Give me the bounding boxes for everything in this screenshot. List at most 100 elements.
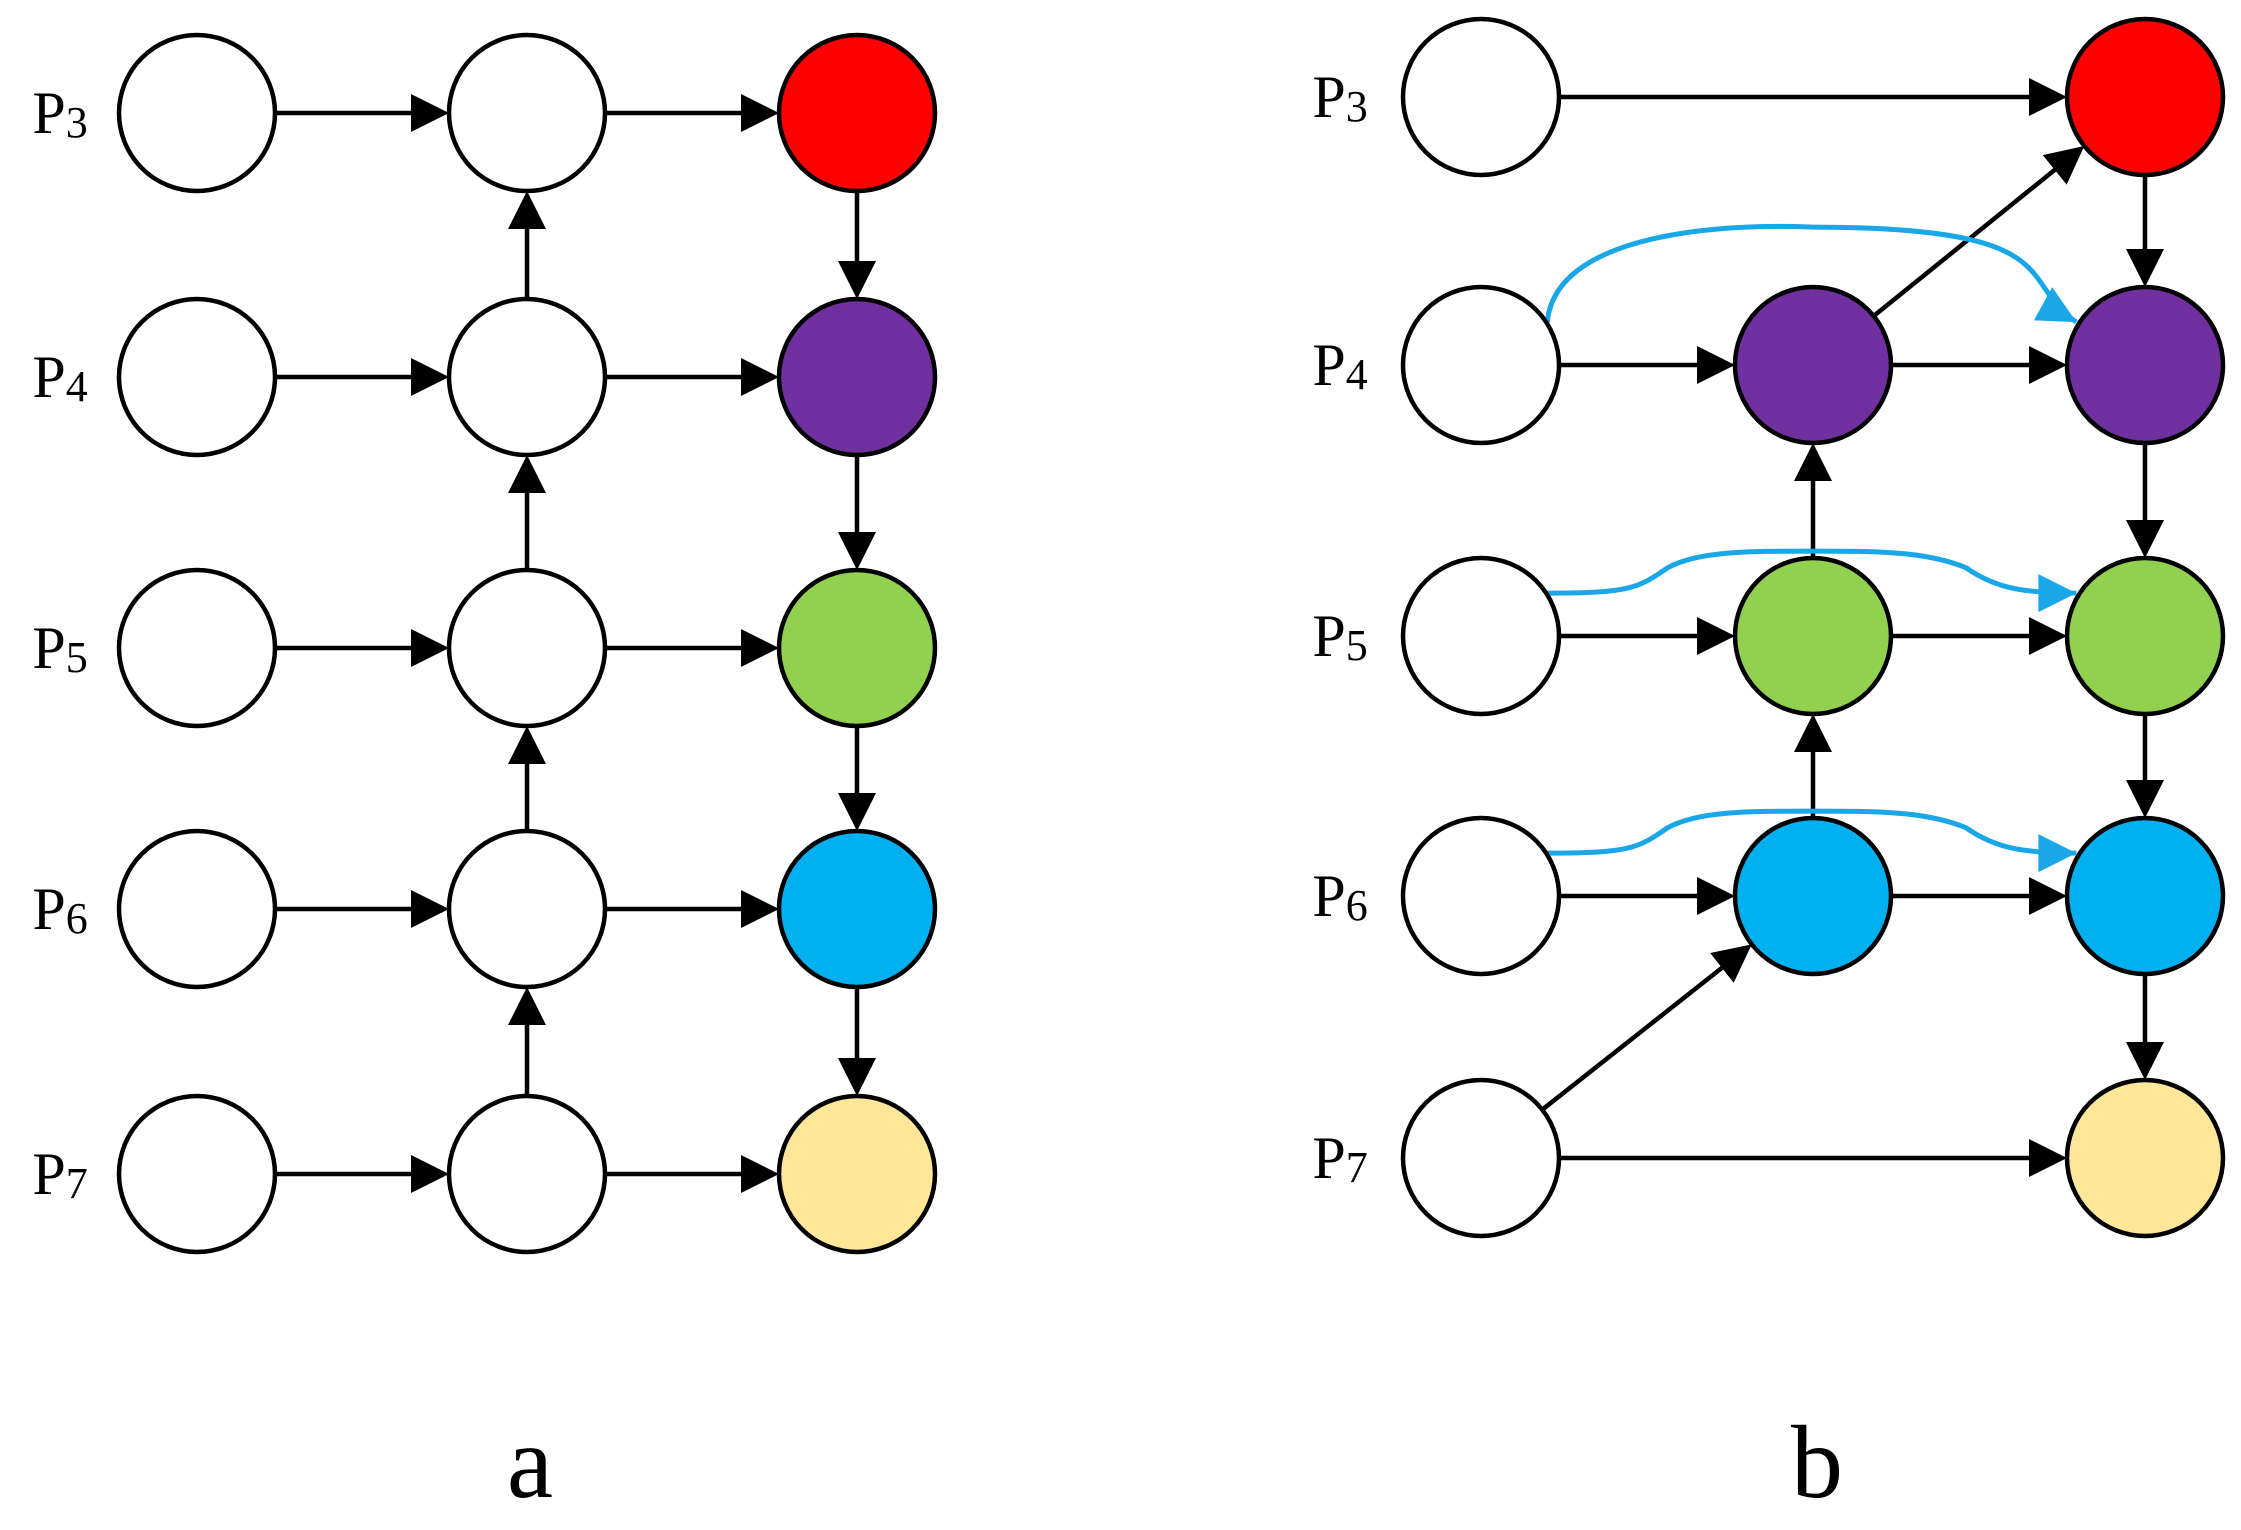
arrowhead-b_out_P3 xyxy=(2029,78,2067,116)
skip-arrowhead-b_out_P6 xyxy=(2038,834,2077,873)
row-label-p6: P6 xyxy=(1312,863,1367,930)
skip-edge-b_in_P6-to-b_out_P6 xyxy=(1547,808,2077,856)
node-a_in_P7 xyxy=(116,1093,278,1255)
node-a_out_P4 xyxy=(776,296,938,458)
arrowhead-a_out_P4 xyxy=(741,358,779,396)
arrowhead-a_out_P5 xyxy=(838,532,876,570)
row-label-letter: P xyxy=(32,344,65,410)
row-label-letter: P xyxy=(32,80,65,146)
node-a_mid_P4 xyxy=(446,296,608,458)
row-label-subscript: 5 xyxy=(1346,621,1368,670)
skip-arrowhead-b_out_P5 xyxy=(2038,574,2077,613)
arrowhead-a_out_P7 xyxy=(838,1058,876,1096)
node-a_in_P4 xyxy=(116,296,278,458)
node-a_in_P6 xyxy=(116,828,278,990)
node-b_in_P6 xyxy=(1400,815,1562,977)
node-a_out_P5 xyxy=(776,567,938,729)
row-label-subscript: 3 xyxy=(66,98,88,147)
node-b_in_P4 xyxy=(1400,284,1562,446)
arrowhead-a_mid_P4 xyxy=(411,358,449,396)
panel-a-label: a xyxy=(507,1405,553,1520)
skip-arrowhead-b_out_P4 xyxy=(2033,287,2077,323)
row-label-p6: P6 xyxy=(32,876,87,943)
edge-b_in_P7-to-b_mid_P6 xyxy=(1540,961,1730,1112)
row-label-letter: P xyxy=(1312,863,1345,929)
arrowhead-a_out_P6 xyxy=(838,793,876,831)
row-label-letter: P xyxy=(1312,64,1345,130)
arrowhead-b_mid_P4 xyxy=(1794,443,1832,481)
node-a_mid_P6 xyxy=(446,828,608,990)
node-a_out_P7 xyxy=(776,1093,938,1255)
arrowhead-a_mid_P5 xyxy=(508,726,546,764)
row-label-p4: P4 xyxy=(32,344,87,411)
arrowhead-a_mid_P7 xyxy=(411,1155,449,1193)
arrowhead-b_out_P7 xyxy=(2126,1042,2164,1080)
arrowhead-a_mid_P6 xyxy=(411,890,449,928)
row-label-letter: P xyxy=(1312,603,1345,669)
skip-edge-b_in_P4-to-b_out_P4 xyxy=(1544,223,2078,325)
row-label-subscript: 7 xyxy=(66,1159,88,1208)
row-label-subscript: 6 xyxy=(66,894,88,943)
row-label-p7: P7 xyxy=(1312,1125,1367,1192)
row-label-letter: P xyxy=(32,1141,65,1207)
row-label-p4: P4 xyxy=(1312,332,1367,399)
arrowhead-a_mid_P4 xyxy=(508,455,546,493)
node-b_mid_P5 xyxy=(1732,555,1894,717)
node-b_out_P6 xyxy=(2064,815,2226,977)
panel-b-label: b xyxy=(1791,1405,1843,1520)
node-a_out_P6 xyxy=(776,828,938,990)
arrowhead-a_out_P4 xyxy=(838,261,876,299)
arrowhead-b_out_P5 xyxy=(2126,520,2164,558)
node-b_in_P5 xyxy=(1400,555,1562,717)
row-label-subscript: 4 xyxy=(66,362,88,411)
node-a_in_P3 xyxy=(116,32,278,194)
arrowhead-b_mid_P6 xyxy=(1697,877,1735,915)
node-b_out_P5 xyxy=(2064,555,2226,717)
row-label-subscript: 4 xyxy=(1346,350,1368,399)
arrowhead-a_mid_P3 xyxy=(508,191,546,229)
node-b_in_P7 xyxy=(1400,1077,1562,1239)
arrowhead-b_mid_P6 xyxy=(1710,944,1752,983)
row-label-subscript: 7 xyxy=(1346,1143,1368,1192)
panel-b-edges xyxy=(1540,78,2164,1177)
node-a_out_P3 xyxy=(776,32,938,194)
row-label-letter: P xyxy=(32,615,65,681)
row-label-p3: P3 xyxy=(32,80,87,147)
arrowhead-b_out_P3 xyxy=(2042,145,2085,185)
arrowhead-a_mid_P3 xyxy=(411,94,449,132)
arrowhead-b_out_P4 xyxy=(2029,346,2067,384)
node-a_in_P5 xyxy=(116,567,278,729)
arrowhead-a_mid_P5 xyxy=(411,629,449,667)
node-a_mid_P7 xyxy=(446,1093,608,1255)
node-b_out_P4 xyxy=(2064,284,2226,446)
row-label-p5: P5 xyxy=(32,615,87,682)
node-a_mid_P5 xyxy=(446,567,608,729)
arrowhead-b_mid_P5 xyxy=(1697,617,1735,655)
row-label-p7: P7 xyxy=(32,1141,87,1208)
node-b_mid_P4 xyxy=(1732,284,1894,446)
arrowhead-b_out_P5 xyxy=(2029,617,2067,655)
panel-a-edges xyxy=(275,94,876,1193)
arrowhead-b_out_P6 xyxy=(2029,877,2067,915)
arrowhead-a_out_P7 xyxy=(741,1155,779,1193)
panel-b-nodes xyxy=(1400,16,2226,1239)
node-b_out_P7 xyxy=(2064,1077,2226,1239)
arrowhead-a_out_P5 xyxy=(741,629,779,667)
arrowhead-a_out_P3 xyxy=(741,94,779,132)
arrowhead-b_out_P7 xyxy=(2029,1139,2067,1177)
row-label-letter: P xyxy=(1312,332,1345,398)
arrowhead-a_out_P6 xyxy=(741,890,779,928)
node-b_out_P3 xyxy=(2064,16,2226,178)
arrowhead-b_out_P4 xyxy=(2126,249,2164,287)
skip-edge-b_in_P5-to-b_out_P5 xyxy=(1547,548,2077,596)
row-label-subscript: 5 xyxy=(66,633,88,682)
row-label-subscript: 3 xyxy=(1346,82,1368,131)
node-a_mid_P3 xyxy=(446,32,608,194)
arrowhead-a_mid_P6 xyxy=(508,987,546,1025)
arrowhead-b_mid_P4 xyxy=(1697,346,1735,384)
